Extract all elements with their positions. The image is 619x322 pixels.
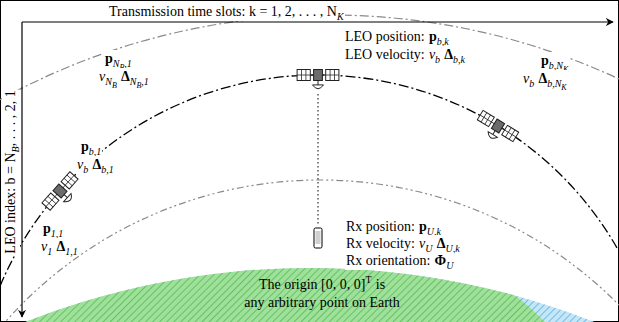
label-text: Δ xyxy=(538,71,547,86)
satellite xyxy=(297,70,339,89)
math-label: pNB,1 xyxy=(104,50,133,69)
math-label: LEO velocity: vbΔb,k xyxy=(344,46,466,64)
label-text: K xyxy=(337,11,344,22)
label-text: , . . . , 2, 1 xyxy=(3,90,18,146)
receiver xyxy=(314,228,322,248)
label-text: p xyxy=(105,51,113,66)
label-text: LEO velocity: xyxy=(345,47,425,62)
label-text: 1,1 xyxy=(65,246,78,257)
label-text: p xyxy=(429,29,437,44)
index-axis xyxy=(21,22,22,317)
math-label: v1Δ1,1 xyxy=(40,238,79,256)
outer-orbit xyxy=(0,15,619,100)
math-label: any arbitrary point on Earth xyxy=(243,294,401,311)
inner-orbit xyxy=(0,180,619,322)
label-text: Δ xyxy=(437,236,446,251)
label-text: K xyxy=(561,83,566,92)
label-text: B xyxy=(136,81,141,90)
label-text: b xyxy=(529,78,534,89)
label-text: T xyxy=(365,274,371,285)
label-text: Φ xyxy=(435,253,447,268)
label-text: v xyxy=(41,239,47,254)
label-text: LEO index: b = N xyxy=(3,152,18,253)
math-label: vbΔb,NK xyxy=(522,70,568,89)
label-text: Δ xyxy=(121,69,130,84)
label-text: Δ xyxy=(444,47,453,62)
label-text: Δ xyxy=(92,157,101,172)
nadir-line xyxy=(318,94,319,226)
math-label: pb,1 xyxy=(80,138,102,156)
math-label: The origin [0, 0, 0]Tis xyxy=(258,276,386,294)
label-text: v xyxy=(429,47,435,62)
label-text: N xyxy=(105,76,112,87)
label-text: N xyxy=(130,76,137,87)
label-text: U xyxy=(446,260,453,271)
satellite xyxy=(473,110,519,148)
math-label: pb,NK xyxy=(540,52,569,71)
math-label: LEO index: b = NB, . . . , 2, 1 xyxy=(2,89,20,254)
label-text: p xyxy=(81,139,89,154)
math-label: vbΔb,1 xyxy=(76,156,115,174)
label-text: Rx position: xyxy=(346,219,415,234)
satellite xyxy=(42,172,84,216)
label-text: b xyxy=(435,54,440,65)
label-text: any arbitrary point on Earth xyxy=(244,295,400,310)
label-text: p xyxy=(419,219,427,234)
label-text: B xyxy=(112,81,117,90)
label-text: Δ xyxy=(56,239,65,254)
label-text: b,N xyxy=(547,78,561,89)
label-text: v xyxy=(77,157,83,172)
math-label: LEO position:pb,k xyxy=(344,28,450,46)
label-text: LEO position: xyxy=(345,29,425,44)
label-text: b,1 xyxy=(101,164,114,175)
math-label: Rx velocity:vUΔU,k xyxy=(345,235,461,253)
orbit xyxy=(0,75,619,286)
earth xyxy=(0,265,619,322)
label-text: Rx velocity: xyxy=(346,236,415,251)
label-text: b xyxy=(83,164,88,175)
label-text: Rx orientation: xyxy=(346,253,430,268)
label-text: ,1 xyxy=(141,76,149,87)
math-label: Rx orientation: ΦU xyxy=(345,252,454,270)
math-label: Rx position:pU,k xyxy=(345,218,442,236)
label-text: B xyxy=(10,146,21,152)
math-label: Transmission time slots: k = 1, 2, . . .… xyxy=(108,3,345,21)
label-text: v xyxy=(523,71,529,86)
math-label: p1,1 xyxy=(42,220,64,238)
label-text: v xyxy=(99,69,105,84)
time-axis xyxy=(22,21,613,22)
math-label: vNBΔNB,1 xyxy=(98,68,150,87)
label-text: b,k xyxy=(453,54,465,65)
label-text: Transmission time slots: k = 1, 2, . . .… xyxy=(109,4,337,19)
label-text: p xyxy=(541,53,549,68)
label-text: 1 xyxy=(47,246,52,257)
label-text: is xyxy=(376,277,385,292)
label-text: The origin [0, 0, 0] xyxy=(259,277,366,292)
label-text: v xyxy=(419,236,425,251)
label-text: p xyxy=(43,221,51,236)
